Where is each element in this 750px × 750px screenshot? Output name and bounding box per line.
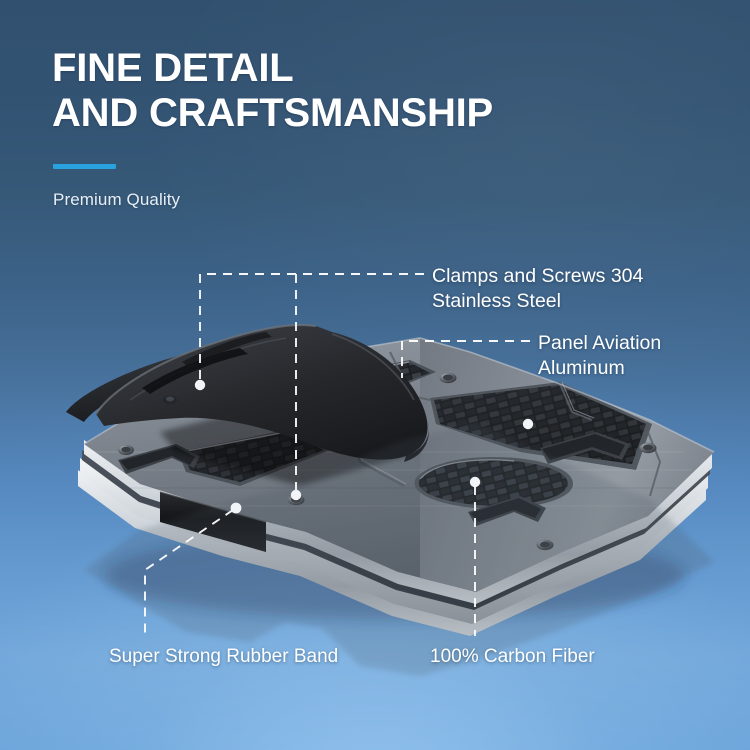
dot-panel [522,418,534,430]
dot-clamps-clip [194,379,206,391]
leader-endpoint-dots [194,379,534,514]
callout-label-panel: Panel Aviation Aluminum [538,332,662,380]
clip-highlight [95,323,317,415]
dot-carbon [469,476,481,488]
callout-label-carbon: 100% Carbon Fiber [430,646,595,667]
callout-label-rubber: Super Strong Rubber Band [109,646,339,667]
leader-clamps-a [199,273,424,382]
accent-rule [53,164,116,169]
clip-body [96,324,428,460]
subtitle: Premium Quality [53,190,181,209]
page-title: FINE DETAIL AND CRAFTSMANSHIP [52,46,494,136]
dot-rubber [230,502,242,514]
leader-panel [401,340,530,378]
leader-rubber [144,509,234,636]
dot-clamps-screw [290,489,302,501]
callout-label-clamps: Clamps and Screws 304 Stainless Steel [432,265,644,313]
product-reflection [84,422,714,676]
money-clip [66,323,430,486]
clip-slots [142,332,272,394]
